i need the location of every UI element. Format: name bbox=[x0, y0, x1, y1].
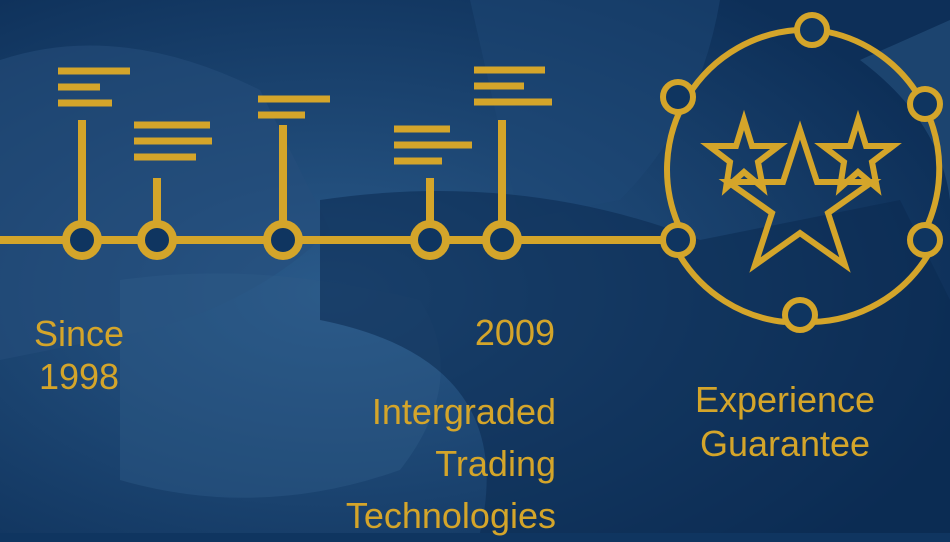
badge-node bbox=[907, 222, 943, 258]
timeline-flag bbox=[474, 66, 552, 106]
integrated-line3: Technologies bbox=[345, 495, 556, 536]
star-icon bbox=[700, 109, 788, 196]
stars-badge-icon bbox=[660, 12, 943, 333]
since-label-line2: 1998 bbox=[38, 356, 120, 397]
integrated-line1: Intergraded bbox=[371, 391, 556, 432]
since-label-line1: Since bbox=[33, 313, 125, 354]
badge-node bbox=[782, 297, 818, 333]
timeline-node bbox=[263, 220, 303, 260]
badge-ring bbox=[811, 253, 931, 325]
badge-node bbox=[660, 222, 696, 258]
integrated-line2: Trading bbox=[435, 443, 556, 484]
badge-ring bbox=[677, 254, 786, 325]
timeline-flag bbox=[58, 67, 130, 107]
badge-node bbox=[794, 12, 830, 48]
badge-ring bbox=[664, 27, 798, 226]
experience-line1: Experience bbox=[694, 379, 876, 420]
experience-guarantee-label: Experience Guarantee bbox=[660, 378, 910, 466]
badge-ring bbox=[827, 29, 943, 226]
timeline-node bbox=[410, 220, 450, 260]
badge-node bbox=[907, 86, 943, 122]
timeline-node bbox=[137, 220, 177, 260]
timeline-node bbox=[482, 220, 522, 260]
experience-line2: Guarantee bbox=[699, 423, 871, 464]
integrated-trading-label: Intergraded Trading Technologies bbox=[290, 386, 556, 542]
since-1998-label: Since 1998 bbox=[12, 312, 146, 398]
timeline-flag bbox=[258, 95, 330, 119]
star-icon bbox=[718, 120, 882, 273]
timeline-flag bbox=[134, 121, 212, 161]
timeline-node bbox=[62, 220, 102, 260]
star-icon bbox=[814, 109, 902, 196]
badge-node bbox=[660, 79, 696, 115]
timeline-flag bbox=[394, 125, 472, 165]
year-2009-label: 2009 bbox=[474, 312, 555, 353]
